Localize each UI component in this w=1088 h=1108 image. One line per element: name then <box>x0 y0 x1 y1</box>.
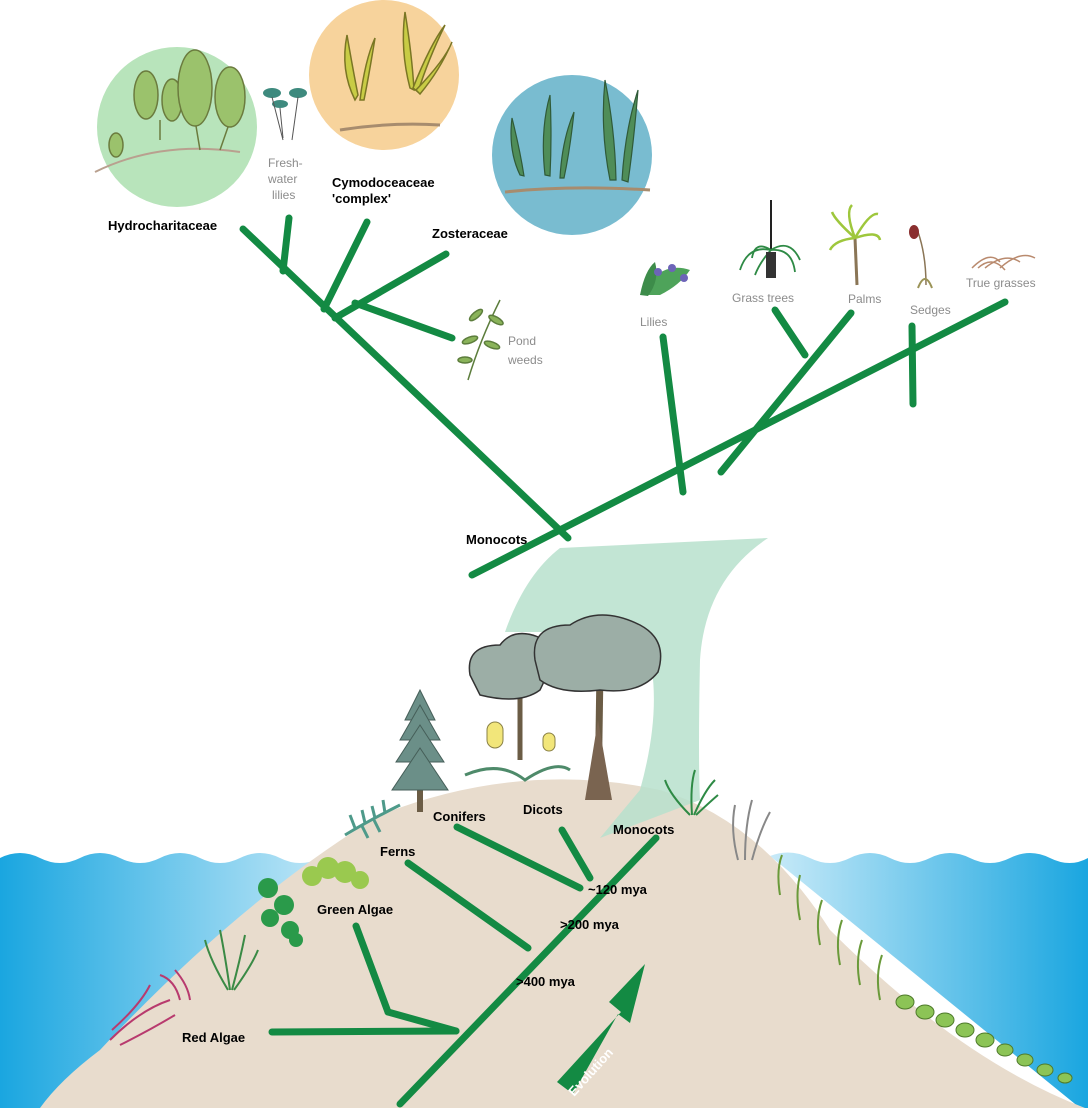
freshwater-lilies-icon <box>263 88 307 140</box>
label-true-grasses: True grasses <box>966 276 1036 290</box>
lilies-icon <box>640 262 690 296</box>
label-red-algae: Red Algae <box>182 1030 245 1045</box>
label-conifers: Conifers <box>433 809 486 824</box>
label-green-algae: Green Algae <box>317 902 393 917</box>
label-grass-trees: Grass trees <box>732 291 794 305</box>
label-palms: Palms <box>848 292 881 306</box>
label-cymodoceaceae-line2: 'complex' <box>332 191 391 206</box>
label-sedges: Sedges <box>910 303 951 317</box>
dicot-trees-icon <box>469 615 660 800</box>
label-time-120: ~120 mya <box>588 882 648 897</box>
label-pond-line2: weeds <box>507 353 543 367</box>
label-lilies: Lilies <box>640 315 667 329</box>
label-pond-line1: Pond <box>508 334 536 348</box>
label-cymodoceaceae-line1: Cymodoceaceae <box>332 175 435 190</box>
sedges-icon <box>909 225 932 288</box>
label-freshwater-line1: Fresh- <box>268 156 303 170</box>
label-monocots-lower: Monocots <box>613 822 674 837</box>
label-time-200: >200 mya <box>560 917 620 932</box>
cymodoceaceae-circle <box>309 0 459 150</box>
label-ferns: Ferns <box>380 844 415 859</box>
label-freshwater-line3: lilies <box>272 188 295 202</box>
label-freshwater-line2: water <box>267 172 297 186</box>
label-monocots-upper: Monocots <box>466 532 527 547</box>
palms-icon <box>830 205 880 285</box>
upper-tree-branches <box>243 218 1005 575</box>
true-grasses-icon <box>972 256 1035 270</box>
label-hydrocharitaceae: Hydrocharitaceae <box>108 218 217 233</box>
label-zosteraceae: Zosteraceae <box>432 226 508 241</box>
conifer-icon <box>392 690 448 812</box>
grass-trees-icon <box>740 200 800 278</box>
pond-weeds-icon <box>458 300 504 380</box>
label-dicots: Dicots <box>523 802 563 817</box>
label-time-400: >400 mya <box>516 974 576 989</box>
